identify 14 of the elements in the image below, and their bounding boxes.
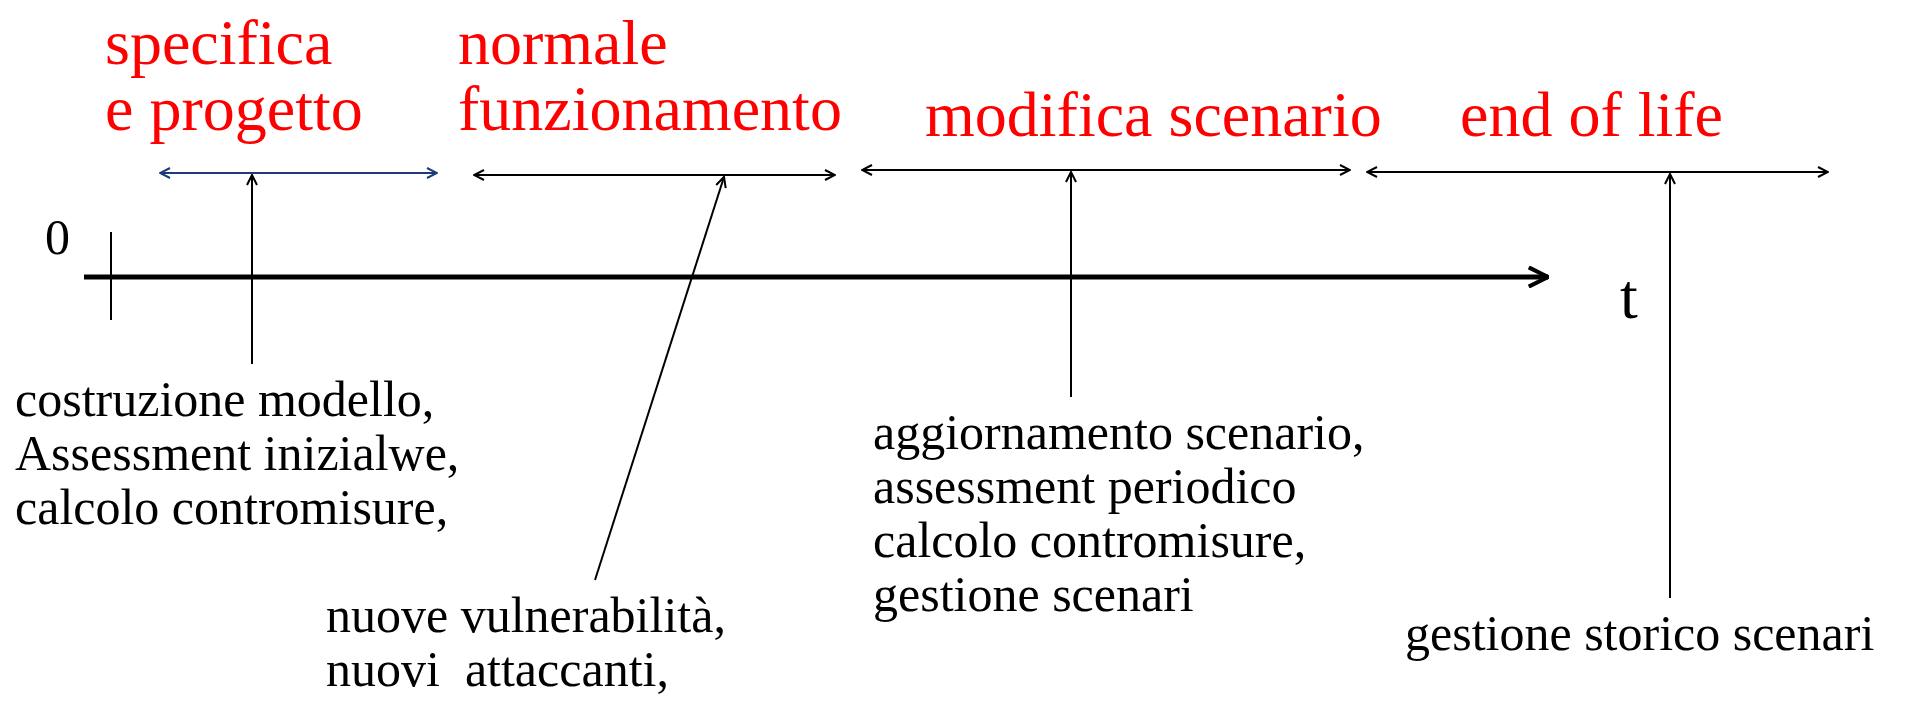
description-text: gestione storico scenari	[1405, 606, 1930, 660]
phase-title: specifica e progetto	[105, 10, 364, 142]
arrow	[594, 176, 727, 581]
axis-label: t	[1620, 262, 1638, 333]
phase-title: modifica scenario	[925, 82, 1383, 148]
description-text: aggiornamento scenario, assessment periodico calcolo contromisure, gestione scenari	[873, 405, 1388, 621]
description-text: nuove vulnerabilità, nuovi attaccanti,	[326, 588, 796, 696]
description-text: costruzione modello, Assessment inizialwe, calcolo contromisure,	[15, 372, 540, 534]
arrow	[1664, 173, 1676, 599]
phase-title: normale funzionamento	[458, 10, 843, 142]
axis-label: 0	[45, 210, 70, 265]
arrow	[246, 174, 258, 365]
arrow	[1065, 171, 1077, 398]
phase-title: end of life	[1460, 82, 1724, 148]
